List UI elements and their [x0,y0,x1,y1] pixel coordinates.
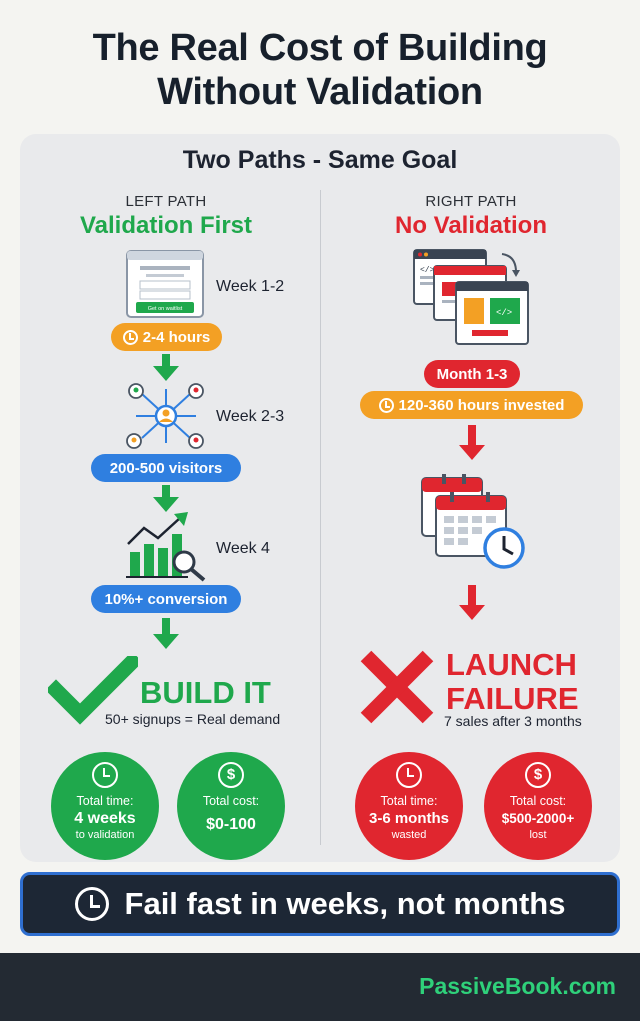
badge-text: Month 1-3 [436,365,508,383]
stat-note: to validation [75,829,135,841]
left-stat-cost: $ Total cost: $0-100 [177,752,285,860]
left-step-2-badge: 200-500 visitors [91,454,241,482]
stat-value: 4 weeks [74,810,136,827]
right-verdict: LAUNCH FAILURE [446,648,579,716]
badge-text: 120-360 hours invested [398,396,565,414]
code-windows-icon: </> </> [413,249,529,345]
right-path-heading: No Validation [394,212,547,239]
people-network-icon [126,383,204,449]
path-divider [320,190,321,845]
stat-value: $0-100 [206,816,256,833]
title-line-2: Without Validation [157,71,483,113]
left-step-1-badge: 2-4 hours [111,323,222,351]
left-step-2-week: Week 2-3 [216,408,285,425]
takeaway-banner: Fail fast in weeks, not months [20,872,620,936]
clock-icon [92,762,118,788]
verdict-line-2: FAILURE [446,681,579,716]
cta-text: Get on waitlist [148,306,183,312]
badge-text: 200-500 visitors [109,459,223,477]
stat-label: Total time: [380,794,438,808]
down-arrow-icon [459,425,485,460]
right-path-label: RIGHT PATH [425,193,517,210]
right-verdict-sub: 7 sales after 3 months [444,713,582,729]
checkmark-icon [48,656,138,725]
right-step-1-badge: Month 1-3 [424,360,520,388]
landing-page-icon: Get on waitlist [126,250,204,318]
left-step-1-week: Week 1-2 [216,278,285,295]
stat-label: Total time: [76,794,134,808]
left-step-3-week: Week 4 [216,540,270,557]
stat-label: Total cost: [202,794,260,808]
svg-text:</>: </> [496,308,512,318]
left-path-heading: Validation First [79,212,253,239]
svg-text:</>: </> [420,266,435,275]
down-arrow-icon [153,354,179,381]
left-verdict: BUILD IT [140,675,271,710]
left-verdict-sub: 50+ signups = Real demand [105,711,281,727]
calendar-stack-icon [421,474,525,569]
stat-label: Total cost: [509,794,567,808]
badge-text: 10%+ conversion [104,590,228,608]
clock-icon [122,329,138,345]
right-stat-time: Total time: 3-6 months wasted [355,752,463,860]
stat-note: wasted [391,829,427,841]
clock-icon [396,762,422,788]
right-step-2-badge: 120-360 hours invested [360,391,583,419]
growth-chart-icon [126,512,206,582]
dollar-icon: $ [525,762,551,788]
stat-value: 3-6 months [368,810,449,827]
brand-link[interactable]: PassiveBook.com [419,973,616,999]
clock-icon [74,887,109,921]
title-line-1: The Real Cost of Building [92,27,548,69]
stat-value: $500-2000+ [501,811,575,826]
down-arrow-icon [153,618,179,649]
left-step-3-badge: 10%+ conversion [91,585,241,613]
down-arrow-icon [459,585,485,620]
banner-text: Fail fast in weeks, not months [124,886,566,921]
verdict-line-1: LAUNCH [446,647,577,682]
left-stat-time: Total time: 4 weeks to validation [51,752,159,860]
left-path-label: LEFT PATH [125,193,207,210]
right-stat-cost: $ Total cost: $500-2000+ lost [484,752,592,860]
badge-text: 2-4 hours [142,328,211,346]
cross-icon [360,650,434,724]
page-title: The Real Cost of Building Without Valida… [0,26,640,114]
down-arrow-icon [153,485,179,512]
clock-icon [378,397,394,413]
dollar-icon: $ [218,762,244,788]
panel-subtitle: Two Paths - Same Goal [182,146,458,174]
stat-note: lost [529,829,547,841]
footer: PassiveBook.com [0,953,640,1021]
